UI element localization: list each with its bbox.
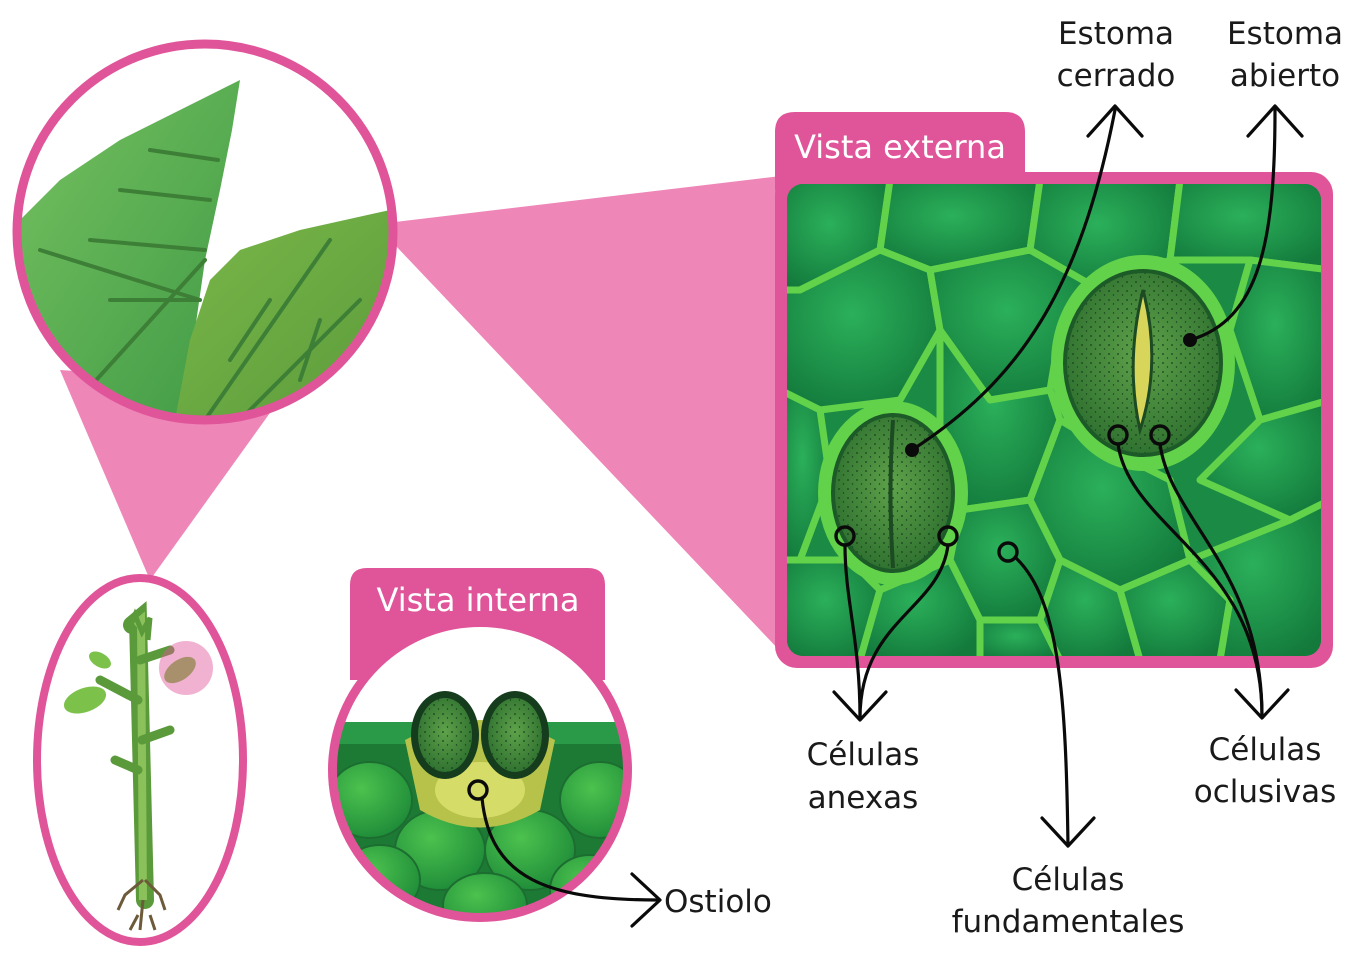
label-stoma-open-2: abierto (1230, 58, 1340, 94)
label-stoma-open-1: Estoma (1227, 16, 1343, 52)
external-view-title: Vista externa (794, 128, 1006, 166)
label-ostiole: Ostiolo (664, 884, 772, 920)
zoom-highlight (159, 641, 213, 695)
label-guard-cells-1: Células (1209, 732, 1322, 768)
internal-view-title: Vista interna (377, 581, 580, 619)
internal-view: Vista interna (328, 568, 640, 937)
label-stoma-closed-2: cerrado (1057, 58, 1176, 94)
leaf-closeup (17, 44, 400, 420)
plant-overview (37, 578, 243, 942)
stoma-open (1051, 255, 1235, 471)
label-subsidiary-cells-1: Células (807, 737, 920, 773)
external-view: Vista externa (775, 112, 1333, 668)
label-subsidiary-cells-2: anexas (808, 780, 919, 816)
label-ground-cells-2: fundamentales (952, 904, 1185, 940)
label-ground-cells-1: Células (1012, 862, 1125, 898)
label-guard-cells-2: oclusivas (1194, 774, 1337, 810)
label-stoma-closed-1: Estoma (1058, 16, 1174, 52)
